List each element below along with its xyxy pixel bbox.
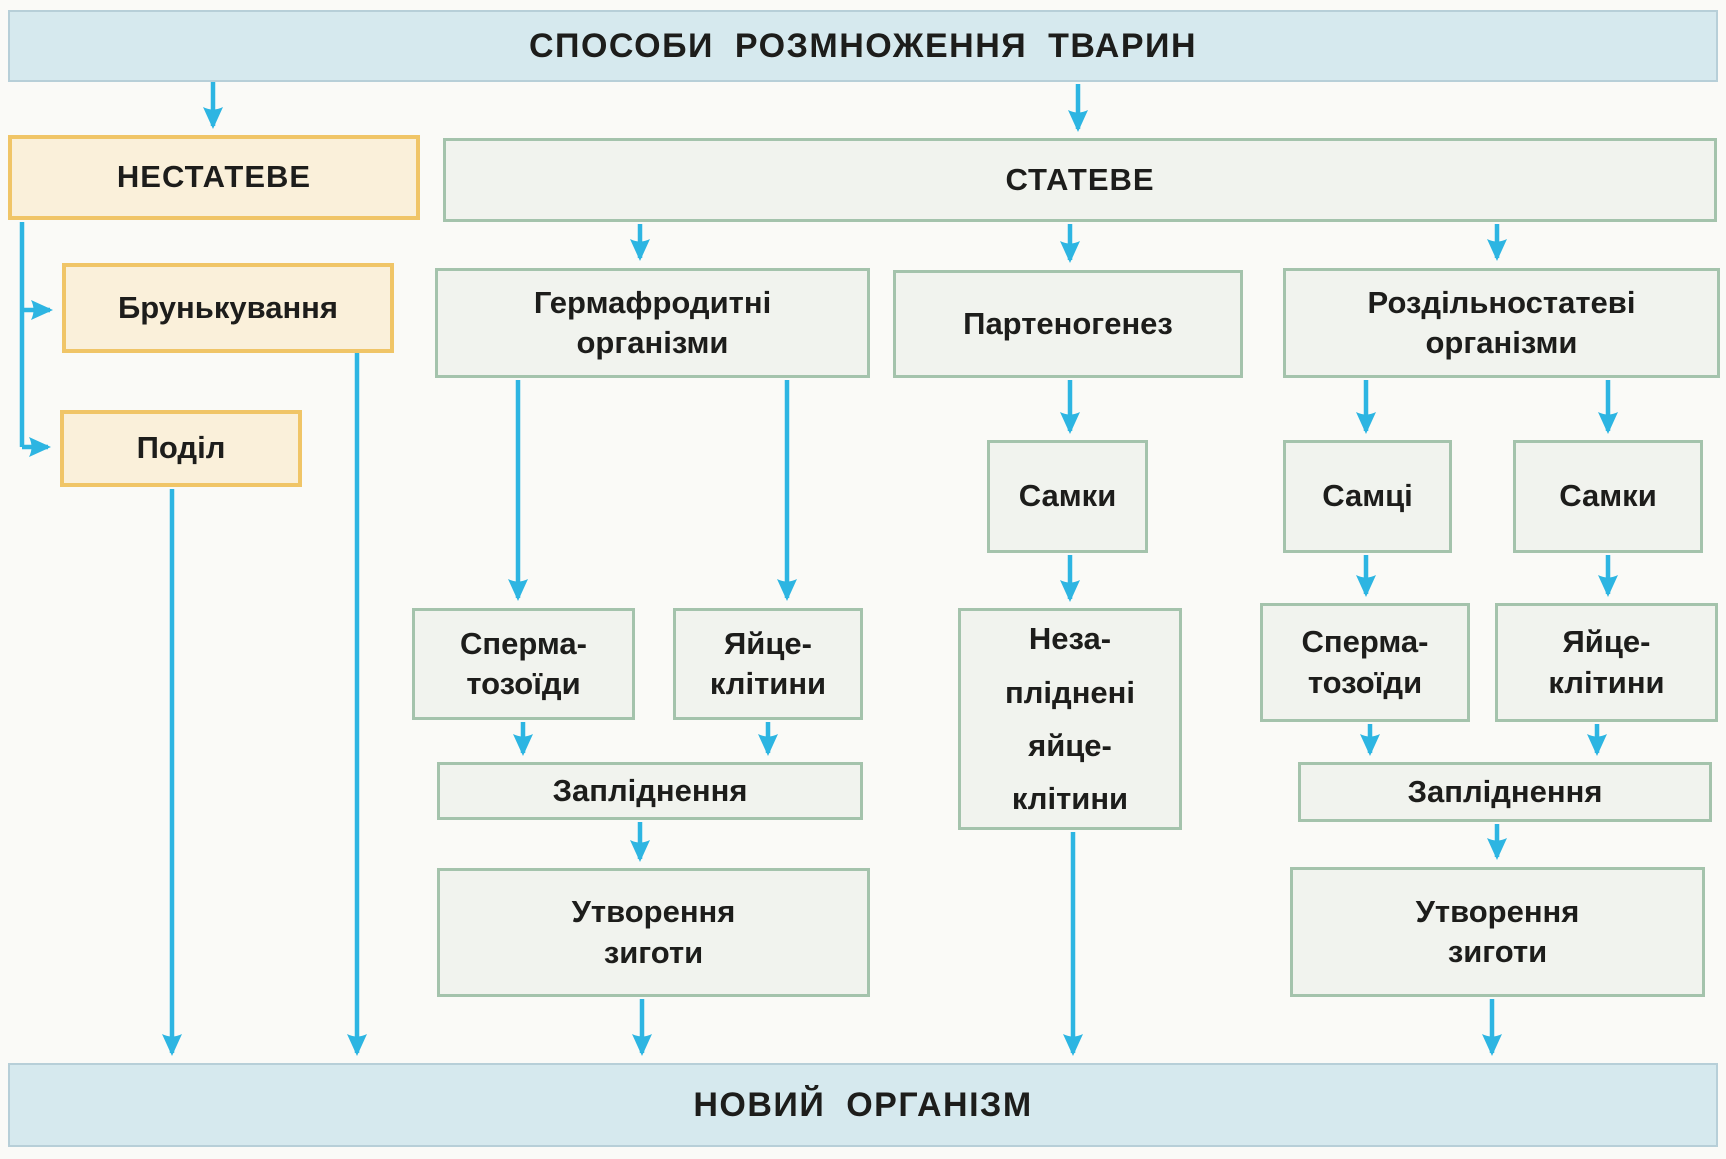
node-asexual: НЕСТАТЕВЕ xyxy=(8,135,420,220)
node-division-label: Поділ xyxy=(136,430,226,466)
node-egg-cells-right-line2: клітини xyxy=(1548,664,1665,700)
node-egg-cells-right: Яйце- клітини xyxy=(1495,603,1718,722)
node-zygote-right-line2: зиготи xyxy=(1447,934,1548,969)
node-hermaphroditic-line1: Гермафродитні xyxy=(533,284,772,320)
node-fertilization-right-label: Запліднення xyxy=(1407,773,1603,809)
node-parthenogenesis-label: Партеногенез xyxy=(963,305,1173,341)
node-zygote-formation-left: Утворення зиготи xyxy=(437,868,870,997)
new-organism-label: НОВИЙ ОРГАНІЗМ xyxy=(693,1085,1033,1124)
node-females-dioecious: Самки xyxy=(1513,440,1703,553)
new-organism-banner: НОВИЙ ОРГАНІЗМ xyxy=(8,1063,1718,1147)
node-zygote-right-line1: Утворення xyxy=(1415,893,1580,929)
node-males-label: Самці xyxy=(1322,478,1413,514)
diagram-title-banner: СПОСОБИ РОЗМНОЖЕННЯ ТВАРИН xyxy=(8,10,1718,82)
node-unfertilized-line2: пліднені xyxy=(1004,674,1135,710)
node-parthenogenesis: Партеногенез xyxy=(893,270,1243,378)
node-asexual-label: НЕСТАТЕВЕ xyxy=(116,159,312,195)
node-hermaphroditic-organisms: Гермафродитні організми xyxy=(435,268,870,378)
node-fertilization-right: Запліднення xyxy=(1298,762,1712,822)
node-unfertilized-line1: Неза- xyxy=(1028,621,1112,657)
node-fertilization-left: Запліднення xyxy=(437,762,863,820)
node-spermatozoa-left-line1: Сперма- xyxy=(460,625,587,661)
node-egg-cells-left: Яйце- клітини xyxy=(673,608,863,720)
node-sexual: СТАТЕВЕ xyxy=(443,138,1717,222)
node-division: Поділ xyxy=(60,410,302,487)
node-spermatozoa-right-line1: Сперма- xyxy=(1301,624,1429,660)
node-sexual-label: СТАТЕВЕ xyxy=(1005,161,1155,197)
node-unfertilized-egg-cells: Неза- пліднені яйце- клітини xyxy=(958,608,1182,830)
node-unfertilized-line3: яйце- xyxy=(1028,728,1112,763)
node-egg-cells-left-line2: клітини xyxy=(709,666,827,701)
node-males: Самці xyxy=(1283,440,1452,553)
node-females-parthenogenesis: Самки xyxy=(987,440,1148,553)
node-unfertilized-line4: клітини xyxy=(1011,781,1129,817)
node-fertilization-left-label: Запліднення xyxy=(552,772,748,808)
node-dioecious-line2: організми xyxy=(1425,325,1578,360)
node-dioecious-organisms: Роздільностатеві організми xyxy=(1283,268,1720,378)
node-hermaphroditic-line2: організми xyxy=(576,325,729,360)
node-females-dioecious-label: Самки xyxy=(1559,478,1657,514)
node-zygote-formation-right: Утворення зиготи xyxy=(1290,867,1705,997)
node-females-parthenogenesis-label: Самки xyxy=(1018,478,1117,514)
node-egg-cells-right-line1: Яйце- xyxy=(1562,624,1651,660)
node-budding: Брунькування xyxy=(62,263,394,353)
node-budding-label: Брунькування xyxy=(117,289,338,325)
node-spermatozoa-left: Сперма- тозоїди xyxy=(412,608,635,720)
node-zygote-left-line1: Утворення xyxy=(571,894,736,930)
node-spermatozoa-left-line2: тозоїди xyxy=(466,666,581,701)
node-zygote-left-line2: зиготи xyxy=(603,934,704,970)
node-spermatozoa-right: Сперма- тозоїди xyxy=(1260,603,1470,722)
node-dioecious-line1: Роздільностатеві xyxy=(1367,284,1636,320)
diagram-title: СПОСОБИ РОЗМНОЖЕННЯ ТВАРИН xyxy=(528,26,1197,65)
node-spermatozoa-right-line2: тозоїди xyxy=(1307,664,1423,700)
node-egg-cells-left-line1: Яйце- xyxy=(724,625,812,661)
